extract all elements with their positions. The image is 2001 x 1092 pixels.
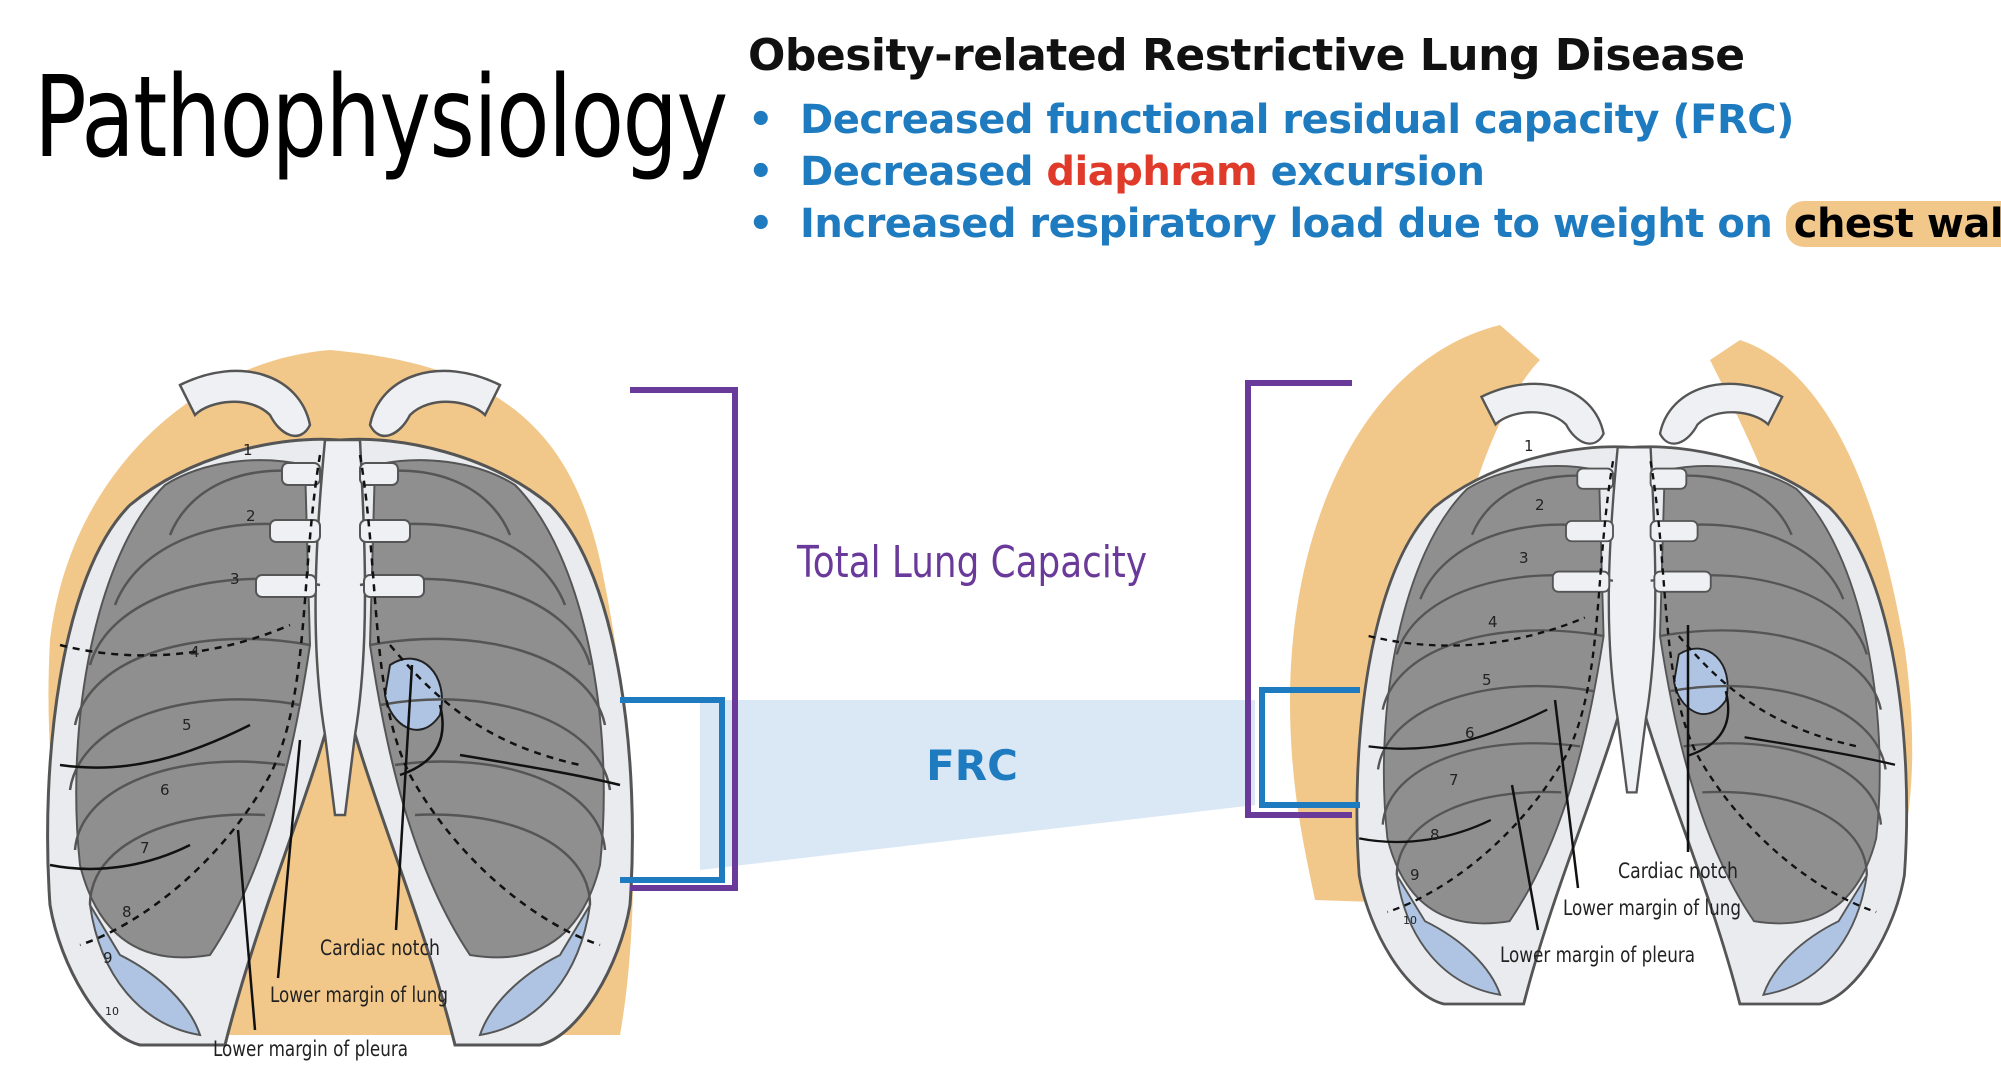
rib-number: 3 bbox=[1519, 549, 1529, 567]
bullet-item: •Decreased diaphram excursion bbox=[748, 146, 2001, 198]
right-rib-numbers: 1 2 3 4 5 6 7 8 9 10 bbox=[1403, 437, 1545, 927]
rib-number: 6 bbox=[160, 781, 170, 799]
rib-number: 10 bbox=[105, 1005, 119, 1018]
tlc-bracket-right bbox=[1245, 380, 1352, 818]
highlight-diaphram: diaphram bbox=[1046, 149, 1258, 195]
bullet-dot: • bbox=[748, 201, 774, 247]
rib-number: 3 bbox=[230, 570, 240, 588]
rib-number: 5 bbox=[1482, 671, 1492, 689]
rib-number: 9 bbox=[103, 949, 113, 967]
bullet-item: •Increased respiratory load due to weigh… bbox=[748, 198, 2001, 250]
tlc-bracket-left bbox=[630, 387, 738, 891]
frc-bracket-right bbox=[1259, 687, 1360, 808]
rib-number: 7 bbox=[1449, 771, 1459, 789]
highlight-chest-wall: chest wall bbox=[1785, 201, 2001, 247]
rib-number: 1 bbox=[243, 441, 253, 459]
right-leader-lines bbox=[1510, 625, 1690, 931]
rib-number: 10 bbox=[1403, 914, 1417, 927]
rib-number: 1 bbox=[1524, 437, 1534, 455]
frc-bracket-left bbox=[620, 697, 725, 883]
tlc-label: Total Lung Capacity bbox=[796, 537, 1147, 588]
rib-number: 7 bbox=[140, 839, 150, 857]
right-lower-margin-pleura-label: Lower margin of pleura bbox=[1500, 943, 1695, 967]
left-rib-numbers: 1 2 3 4 5 6 7 8 9 10 bbox=[103, 441, 256, 1018]
frc-band bbox=[700, 700, 1255, 870]
page-title: Pathophysiology bbox=[34, 53, 728, 183]
right-lower-margin-lung-label: Lower margin of lung bbox=[1563, 896, 1741, 920]
frc-label: FRC bbox=[926, 741, 1018, 790]
rib-number: 8 bbox=[1430, 826, 1440, 844]
rib-number: 9 bbox=[1410, 866, 1420, 884]
rib-number: 4 bbox=[1488, 613, 1498, 631]
rib-number: 2 bbox=[1535, 496, 1545, 514]
rib-number: 2 bbox=[246, 507, 256, 525]
slide-heading: Obesity-related Restrictive Lung Disease bbox=[748, 30, 1745, 81]
bullet-dot: • bbox=[748, 149, 774, 195]
right-cardiac-notch-label: Cardiac notch bbox=[1618, 859, 1738, 883]
left-lower-margin-lung-label: Lower margin of lung bbox=[270, 983, 448, 1007]
left-cardiac-notch-label: Cardiac notch bbox=[320, 936, 440, 960]
bullet-list: •Decreased functional residual capacity … bbox=[748, 94, 2001, 250]
left-leader-lines bbox=[236, 664, 414, 1031]
bullet-item: •Decreased functional residual capacity … bbox=[748, 94, 2001, 146]
rib-number: 4 bbox=[190, 643, 200, 661]
rib-number: 8 bbox=[122, 903, 132, 921]
bullet-dot: • bbox=[748, 97, 774, 143]
rib-number: 5 bbox=[182, 716, 192, 734]
rib-number: 6 bbox=[1465, 724, 1475, 742]
left-lower-margin-pleura-label: Lower margin of pleura bbox=[213, 1037, 408, 1061]
